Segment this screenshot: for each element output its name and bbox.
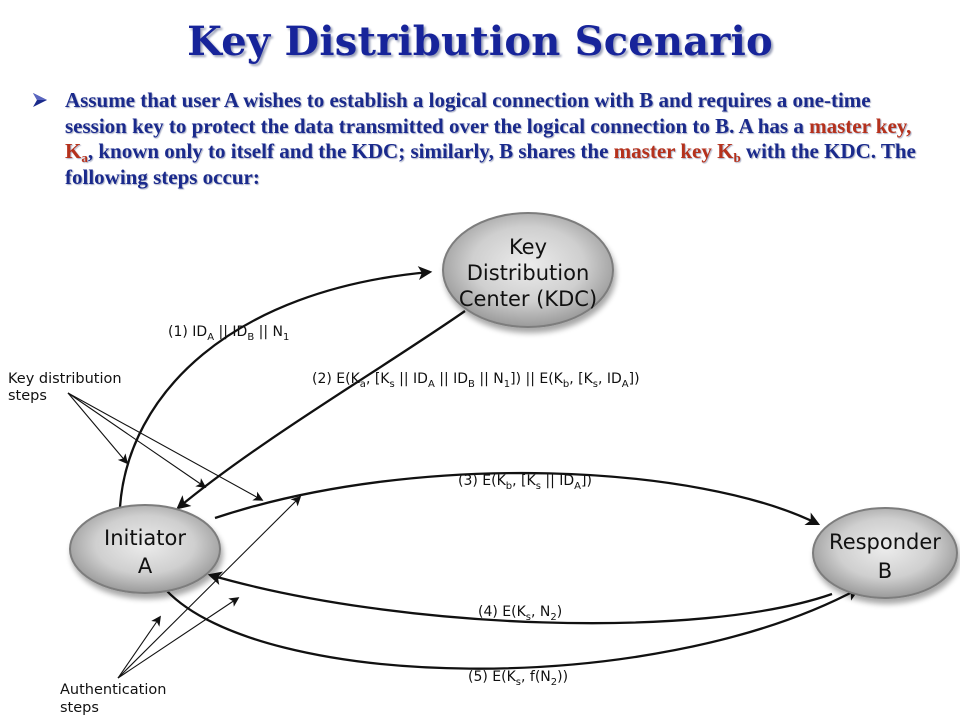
arrow-step-2: [176, 310, 466, 510]
arrow-step-4: [207, 571, 833, 625]
kdc-node: [442, 212, 614, 328]
key-distribution-label-2: steps: [8, 388, 47, 404]
pointer-auth-1: [117, 495, 302, 679]
authentication-label-1: Authentication: [60, 682, 166, 698]
arrow-step-3: [214, 471, 821, 526]
pointer-auth-3: [117, 615, 161, 679]
message-step-2: (2) E(Ka, [Ks || IDA || IDB || N1]) || E…: [312, 371, 640, 390]
initiator-label-1: Initiator: [104, 526, 186, 550]
slide-title: Key Distribution Scenario: [187, 18, 773, 65]
message-step-1: (1) IDA || IDB || N1: [168, 324, 289, 343]
arrow-step-1: [118, 266, 433, 508]
pointer-key-dist-3: [67, 392, 264, 501]
bullet-text: Assume that user A wishes to establish a…: [65, 88, 916, 189]
kdc-label-1: Key: [509, 235, 547, 259]
responder-label-2: B: [878, 559, 892, 583]
responder-label-1: Responder: [829, 530, 941, 554]
pointer-auth-2: [117, 597, 240, 679]
bullet-paragraph: Assume that user A wishes to establish a…: [30, 88, 930, 190]
pointer-key-dist-2: [67, 392, 207, 488]
arrow-step-5: [165, 587, 861, 670]
kdc-label-3: Center (KDC): [459, 287, 597, 311]
message-step-4: (4) E(Ks, N2): [478, 604, 562, 623]
responder-node: [812, 507, 958, 599]
message-step-3: (3) E(Kb, [Ks || IDA]): [458, 473, 592, 492]
authentication-label-2: steps: [60, 700, 99, 716]
pointer-key-dist-1: [67, 392, 129, 465]
initiator-node: [69, 504, 221, 594]
arrow-bullet-icon: [30, 88, 52, 112]
key-distribution-label-1: Key distribution: [8, 371, 122, 387]
kdc-label-2: Distribution: [467, 261, 590, 285]
message-step-5: (5) E(Ks, f(N2)): [468, 669, 568, 688]
initiator-label-2: A: [138, 554, 153, 578]
